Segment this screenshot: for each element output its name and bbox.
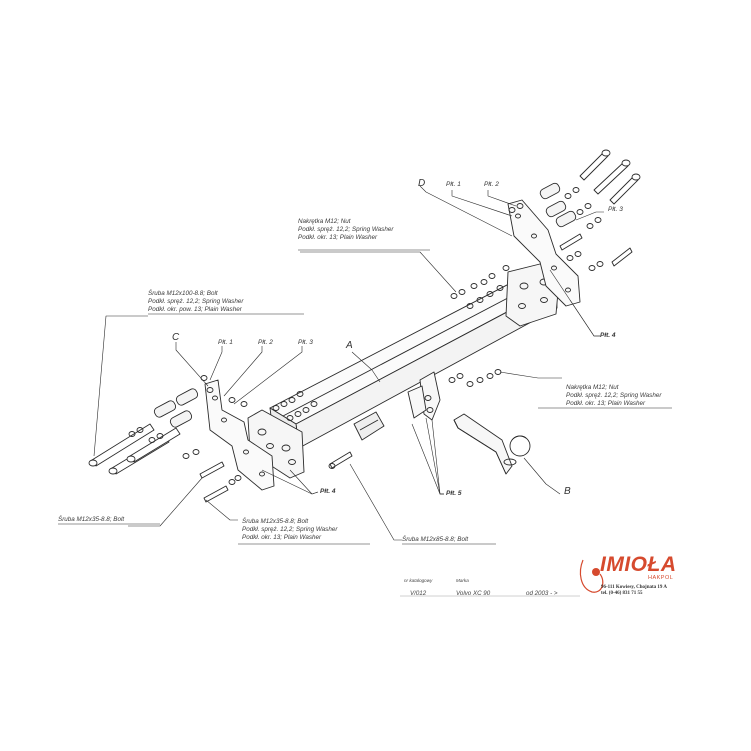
address-line: 96-111 Kowiesy, Chojnata 19 A: [601, 585, 667, 590]
brand-address: 96-111 Kowiesy, Chojnata 19 A tel. (0-46…: [601, 585, 667, 597]
label-line: Podkł. okr. 13; Plain Washer: [298, 234, 378, 241]
label-line: Nakrętka M12; Nut: [298, 218, 351, 225]
callout-c: C: [172, 332, 180, 343]
center-mount-plates: [353, 371, 441, 441]
brand-name: IMIOŁA: [600, 553, 677, 576]
label-line: Podkł. spręż. 12,2; Spring Washer: [242, 526, 338, 533]
plate-5-label: Płt. 5: [446, 490, 462, 497]
label-left-bolt-set: Śruba M12x100-8.8; Bolt Podkł. spręż. 12…: [148, 290, 243, 314]
catalog-number-heading: nr katalogowy: [404, 578, 433, 583]
callout-d: D: [418, 178, 426, 189]
label-top-nut-set: Nakrętka M12; Nut Podkł. spręż. 12,2; Sp…: [298, 218, 393, 242]
label-line: Podkł. okr. 13; Plain Washer: [242, 534, 322, 541]
plate-1-left-label: Płt. 1: [218, 339, 233, 346]
right-bolt-group: [508, 149, 641, 271]
label-bottom-mid-set: Śruba M12x35-8.8; Bolt Podkł. spręż. 12,…: [242, 518, 337, 542]
plate-1-right-label: Płt. 1: [446, 181, 461, 188]
label-line: Nakrętka M12; Nut: [566, 384, 619, 391]
right-plate-d: [507, 199, 581, 307]
left-plate-c: [204, 379, 275, 491]
make-value: Volvo XC 90: [456, 590, 491, 597]
label-line: Podkł. okr. 13; Plain Washer: [566, 400, 646, 407]
plate-4-right-label: Płt. 4: [600, 332, 616, 339]
label-bottom-right-bolt: Śruba M12x85-8.8; Bolt: [402, 536, 469, 543]
label-right-nut-set: Nakrętka M12; Nut Podkł. spręż. 12,2; Sp…: [566, 384, 661, 408]
left-bolt-group: [88, 375, 248, 503]
label-line: Podkł. spręż. 12,2; Spring Washer: [298, 226, 394, 233]
make-heading: Marka: [456, 578, 469, 583]
callout-a: A: [346, 340, 353, 351]
catalog-number-value: V/012: [410, 590, 427, 597]
tow-ball-neck: [453, 413, 531, 475]
label-bottom-left-bolt: Śruba M12x35-8.8; Bolt: [58, 516, 125, 523]
label-line: Podkł. okr. pow. 13; Plain Washer: [148, 306, 242, 313]
label-line: Podkł. spręż. 12,2; Spring Washer: [566, 392, 662, 399]
plate-2-right-label: Płt. 2: [484, 181, 499, 188]
callout-b: B: [564, 486, 571, 497]
plate-3-right-label: Płt. 3: [608, 206, 623, 213]
plate-4-left-label: Płt. 4: [320, 488, 336, 495]
left-front-nuts: [272, 391, 318, 421]
brand-subtitle: HAKPOL: [648, 575, 674, 581]
leader-lines: [58, 185, 672, 545]
year-value: od 2003 - >: [526, 590, 558, 597]
upper-middle-nuts: [450, 265, 510, 309]
center-nuts: [328, 369, 502, 469]
label-line: Śruba M12x100-8.8; Bolt: [148, 290, 218, 297]
address-line: tel. (0-46) 831 71 55: [601, 591, 643, 596]
label-line: Śruba M12x35-8.8; Bolt: [242, 518, 309, 525]
plate-2-left-label: Płt. 2: [258, 339, 273, 346]
label-line: Podkł. spręż. 12,2; Spring Washer: [148, 298, 244, 305]
left-beam-bracket: [247, 409, 305, 479]
plate-3-left-label: Płt. 3: [298, 339, 313, 346]
brand-logo-mark: [579, 559, 604, 593]
